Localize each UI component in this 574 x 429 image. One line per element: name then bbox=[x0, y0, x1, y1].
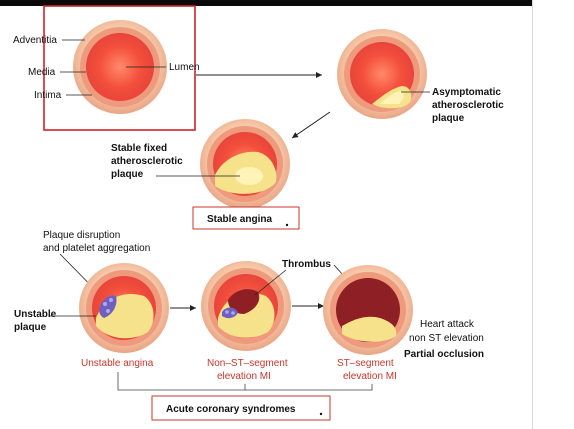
label-acs: Acute coronary syndromes bbox=[166, 404, 296, 415]
label-stable-angina: Stable angina bbox=[207, 214, 272, 225]
label-asymptomatic-2: atherosclerotic bbox=[432, 100, 504, 111]
stemi-artery bbox=[323, 265, 413, 355]
normal-artery-highlight-box bbox=[43, 5, 196, 131]
asymptomatic-plaque-artery bbox=[337, 29, 427, 119]
unstable-plaque-artery bbox=[79, 263, 169, 353]
label-stable-fixed-3: plaque bbox=[111, 169, 144, 180]
label-lumen: Lumen bbox=[169, 62, 200, 73]
label-partial-occlusion: Partial occlusion bbox=[404, 349, 484, 360]
label-heart-attack-2: non ST elevation bbox=[409, 333, 484, 344]
label-heart-attack-1: Heart attack bbox=[420, 319, 475, 330]
right-side-panel bbox=[532, 0, 574, 429]
nstemi-artery bbox=[201, 261, 291, 351]
arrow-asymptomatic-to-stable bbox=[291, 111, 331, 139]
acs-box bbox=[151, 395, 331, 421]
label-unstable-angina: Unstable angina bbox=[81, 358, 154, 369]
label-stable-fixed-1: Stable fixed bbox=[111, 143, 167, 154]
stable-plaque-artery bbox=[200, 119, 290, 209]
label-asymptomatic-3: plaque bbox=[432, 113, 465, 124]
label-media: Media bbox=[28, 67, 56, 78]
label-intima: Intima bbox=[34, 90, 62, 101]
label-adventitia: Adventitia bbox=[13, 35, 57, 46]
label-plaque-disruption-2: and platelet aggregation bbox=[43, 243, 150, 254]
window-top-bar bbox=[0, 0, 574, 6]
label-stable-fixed-2: atherosclerotic bbox=[111, 156, 183, 167]
label-asymptomatic-1: Asymptomatic bbox=[432, 87, 501, 98]
stable-angina-box bbox=[192, 206, 300, 230]
normal-artery bbox=[73, 20, 167, 114]
label-thrombus: Thrombus bbox=[282, 259, 331, 270]
label-nstemi-1: Non–ST–segment bbox=[207, 358, 288, 369]
label-unstable-2: plaque bbox=[14, 322, 47, 333]
label-plaque-disruption-1: Plaque disruption bbox=[43, 230, 120, 241]
label-unstable-1: Unstable bbox=[14, 309, 57, 320]
label-nstemi-2: elevation MI bbox=[217, 371, 271, 382]
label-stemi-2: elevation MI bbox=[343, 371, 397, 382]
label-stemi-1: ST–segment bbox=[337, 358, 394, 369]
